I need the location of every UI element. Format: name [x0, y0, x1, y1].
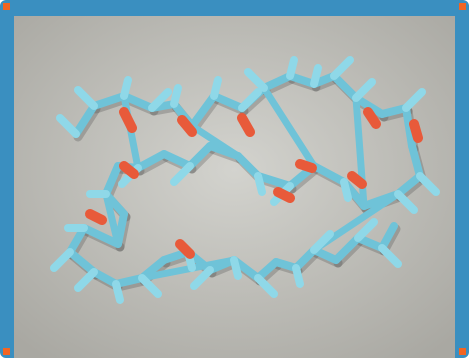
photo-background: [14, 16, 455, 358]
corner-marker: [3, 348, 10, 355]
oxygen-atom: [237, 113, 255, 137]
corner-marker: [459, 3, 466, 10]
hydrogen-atom: [74, 268, 98, 292]
hydrogen-atom: [50, 248, 74, 272]
hydrogen-atom: [120, 76, 132, 100]
hydrogen-atom: [56, 114, 80, 138]
oxygen-atom: [119, 107, 137, 133]
hydrogen-atom: [286, 56, 298, 80]
bond: [260, 84, 318, 170]
oxygen-atom: [85, 209, 107, 225]
bond: [66, 248, 98, 276]
hydrogen-atom: [378, 244, 402, 268]
bond: [112, 274, 146, 288]
hydrogen-atom: [402, 88, 426, 112]
bond: [134, 150, 168, 172]
bond: [352, 94, 386, 118]
molecular-model: [14, 16, 455, 358]
hydrogen-atom: [138, 274, 162, 298]
corner-marker: [3, 3, 10, 10]
bond: [254, 172, 294, 190]
hydrogen-atom: [310, 64, 322, 88]
hydrogen-atom: [394, 190, 418, 214]
bond: [310, 162, 348, 186]
bond: [292, 246, 318, 272]
bond: [378, 222, 398, 252]
bond: [120, 92, 156, 112]
hydrogen-atom: [170, 162, 194, 186]
bond: [354, 234, 386, 252]
oxygen-atom: [119, 161, 139, 179]
hydrogen-atom: [238, 88, 262, 112]
corner-marker: [459, 348, 466, 355]
hydrogen-atom: [330, 56, 354, 80]
bond: [330, 72, 360, 102]
oxygen-layer: [85, 107, 423, 259]
bond: [254, 258, 280, 282]
bond: [234, 152, 262, 180]
hydrogen-atom: [254, 172, 266, 196]
hydrogen-atom: [416, 172, 440, 196]
bond: [260, 72, 294, 92]
hydrogen-atom: [310, 230, 334, 254]
bond: [210, 92, 246, 112]
hydrogen-atom: [254, 274, 278, 298]
bond: [102, 162, 122, 198]
bond: [90, 92, 128, 110]
oxygen-atom: [347, 171, 367, 189]
oxygen-atom: [409, 119, 423, 143]
hydrogen-atom: [148, 88, 172, 112]
bond: [72, 102, 98, 138]
oxygen-atom: [175, 239, 195, 259]
bond: [408, 142, 424, 180]
hydrogen-atom: [74, 86, 98, 110]
oxygen-atom: [273, 187, 295, 203]
oxygen-atom: [295, 159, 317, 173]
bond: [402, 104, 416, 150]
molecule-photo: [14, 16, 455, 358]
hydrogen-atom: [292, 264, 304, 288]
hydrogen-atom: [352, 78, 376, 102]
hydrogen-atom: [210, 76, 222, 100]
bond: [138, 256, 238, 282]
hydrogen-atom: [112, 280, 124, 304]
bond: [186, 142, 214, 170]
bond: [332, 234, 362, 264]
hydrogen-atom: [190, 266, 214, 290]
bond: [286, 72, 318, 88]
oxygen-atom: [177, 115, 197, 137]
bond: [102, 190, 122, 248]
bond: [378, 104, 410, 118]
hydrogen-atom: [244, 68, 268, 92]
bond: [394, 172, 424, 198]
oxygen-atom: [363, 107, 381, 129]
hydrogen-atom: [340, 178, 352, 202]
bond: [80, 224, 122, 248]
bond: [188, 122, 242, 160]
bond: [188, 92, 218, 130]
hydrogen-atom: [354, 218, 378, 242]
bond: [90, 268, 120, 288]
hydrogen-atom: [170, 84, 182, 108]
hydrogen-atom: [230, 256, 242, 280]
bond: [160, 150, 194, 170]
